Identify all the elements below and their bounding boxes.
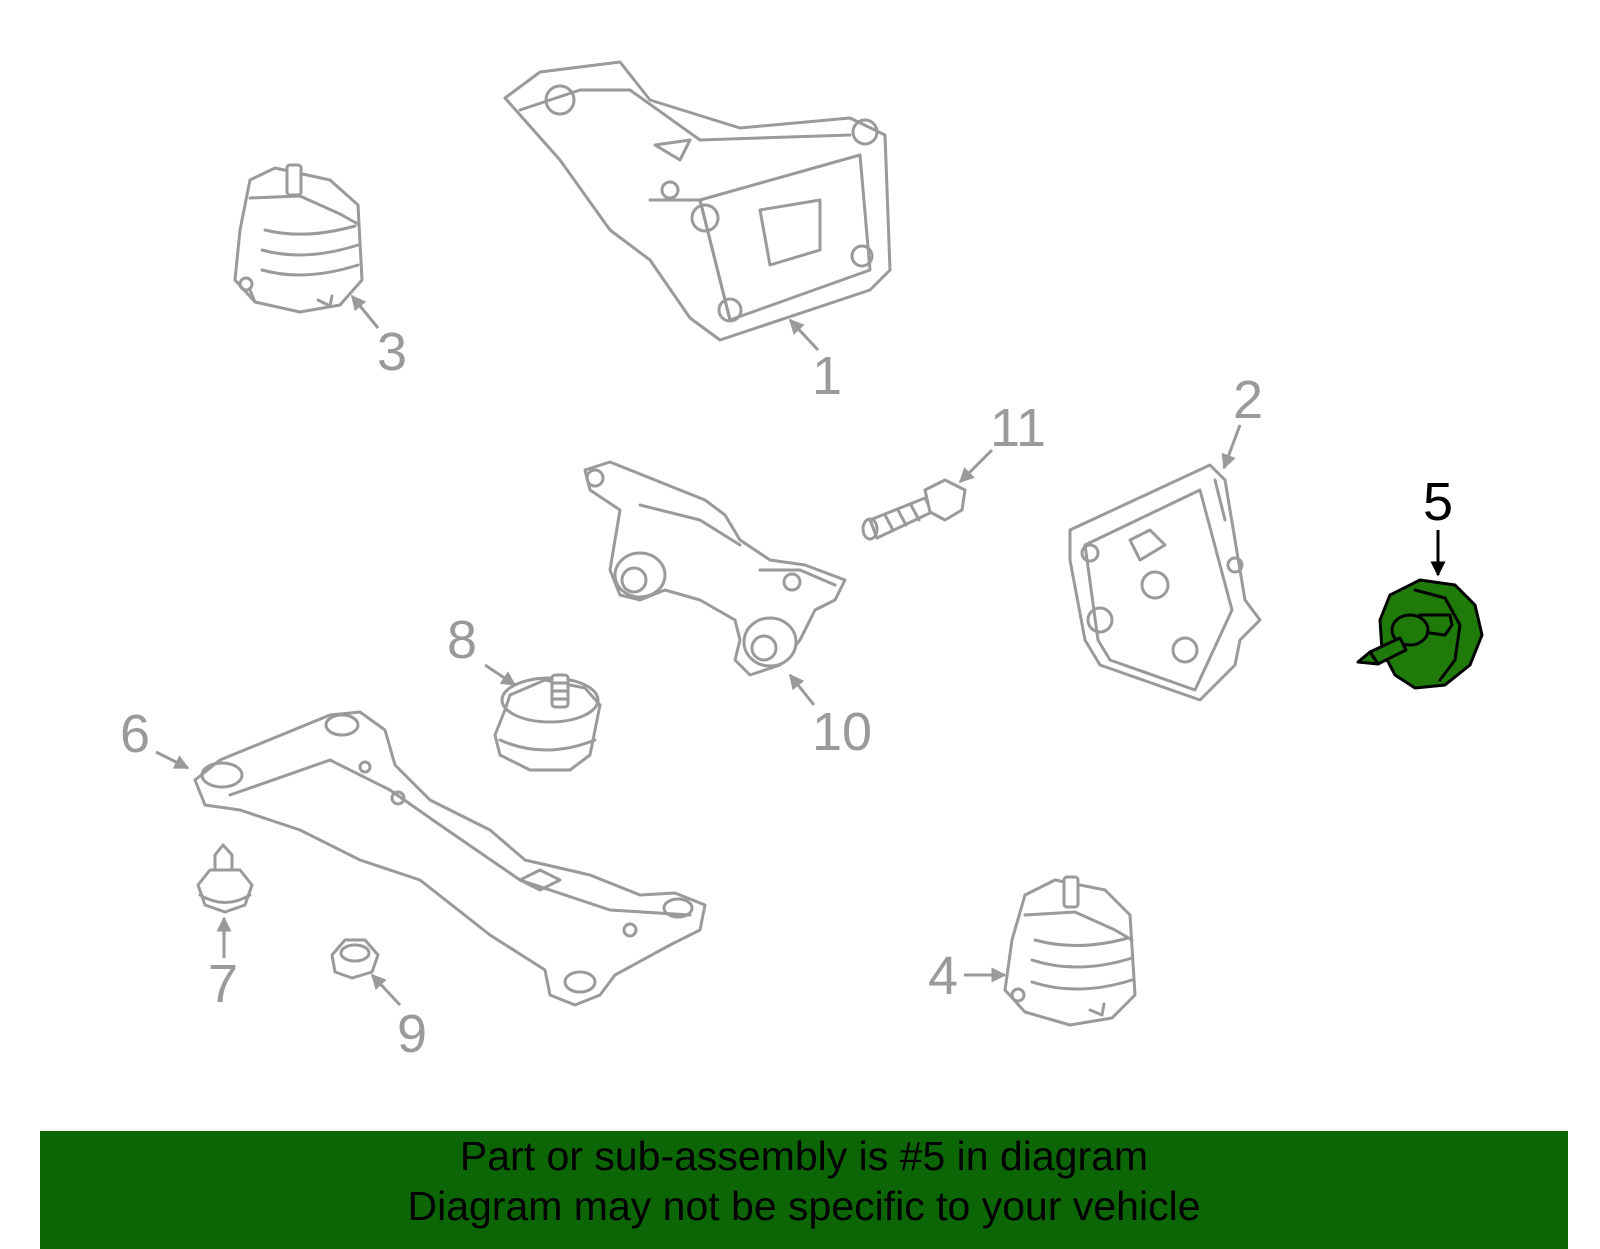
part-7-bolt bbox=[196, 843, 254, 914]
callout-5: 5 bbox=[1423, 472, 1453, 532]
callout-3: 3 bbox=[377, 322, 407, 382]
callout-6: 6 bbox=[120, 704, 150, 764]
part-2-mount-bracket bbox=[1068, 463, 1262, 702]
part-4-engine-mount bbox=[1003, 875, 1137, 1027]
banner-line-1: Part or sub-assembly is #5 in diagram bbox=[459, 1133, 1149, 1179]
part-11-bolt bbox=[861, 478, 967, 541]
callout-10: 10 bbox=[812, 702, 872, 762]
part-8-rubber-mount bbox=[493, 673, 602, 772]
callout-11: 11 bbox=[990, 398, 1046, 458]
callout-1: 1 bbox=[812, 346, 842, 406]
part-10-transmission-bracket bbox=[583, 460, 847, 677]
callout-7: 7 bbox=[208, 954, 238, 1014]
part-6-crossmember bbox=[193, 710, 707, 1007]
info-banner: Part or sub-assembly is #5 in diagram Di… bbox=[40, 1131, 1568, 1249]
callout-8: 8 bbox=[447, 610, 477, 670]
part-9-nut bbox=[330, 938, 380, 980]
banner-line-2: Diagram may not be specific to your vehi… bbox=[407, 1183, 1201, 1229]
part-5-mount-highlighted bbox=[1356, 578, 1484, 690]
callout-9: 9 bbox=[397, 1004, 427, 1064]
callout-2: 2 bbox=[1233, 370, 1263, 430]
callout-4: 4 bbox=[928, 946, 958, 1006]
part-1-engine-bracket bbox=[503, 60, 892, 342]
part-3-engine-mount bbox=[233, 163, 364, 314]
leader-lines bbox=[155, 294, 1446, 1007]
